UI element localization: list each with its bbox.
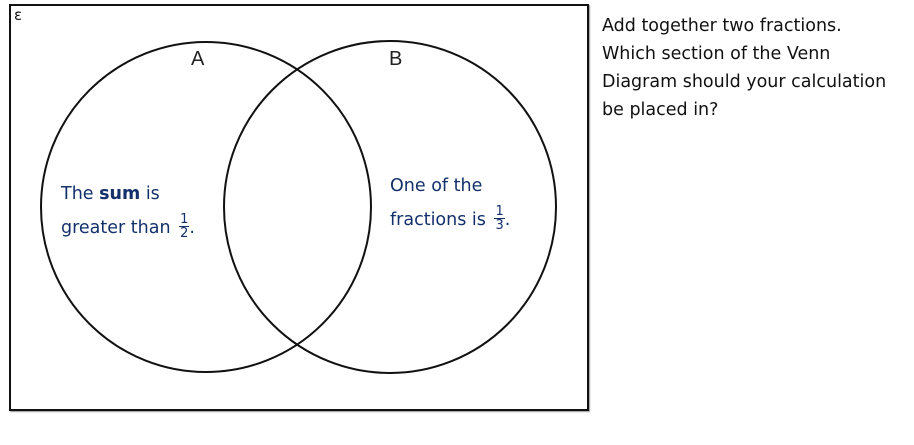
universal-set-symbol: ε <box>14 6 23 24</box>
universal-set-box <box>9 4 589 411</box>
set-a-circle <box>40 41 372 373</box>
question-text: Add together two fractions. Which sectio… <box>602 12 914 124</box>
question-line: Diagram should your calculation <box>602 72 887 92</box>
set-b-line1: One of the <box>390 176 483 196</box>
question-line: be placed in? <box>602 100 719 120</box>
set-a-line1: The sum is <box>61 184 160 204</box>
question-line: Which section of the Venn <box>602 44 831 64</box>
set-b-label: B <box>389 48 403 70</box>
set-b-circle <box>223 40 557 374</box>
set-a-label: A <box>191 48 205 70</box>
question-line: Add together two fractions. <box>602 16 842 36</box>
